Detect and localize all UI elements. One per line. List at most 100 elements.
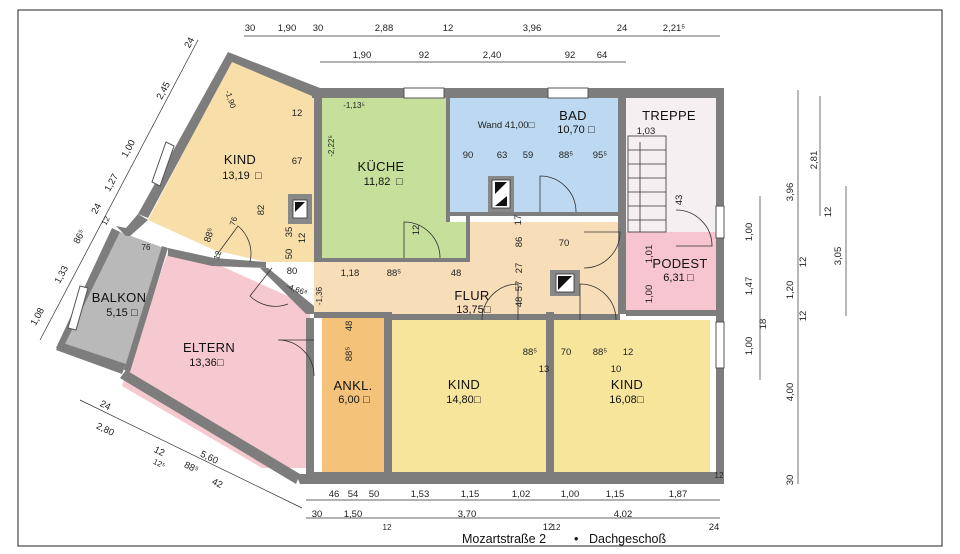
svg-text:88⁵: 88⁵ — [182, 460, 200, 476]
room-eltern-area: 13,36 — [189, 357, 217, 369]
room-kueche-fill — [322, 98, 466, 258]
svg-text:3,96: 3,96 — [523, 23, 542, 34]
svg-text:50: 50 — [369, 489, 380, 500]
svg-text:1,08: 1,08 — [29, 306, 47, 327]
walls — [56, 52, 724, 484]
svg-text:□: □ — [637, 394, 644, 406]
svg-text:59: 59 — [523, 150, 534, 161]
svg-text:42: 42 — [210, 476, 224, 491]
svg-text:1,87: 1,87 — [669, 489, 688, 500]
staircase — [627, 135, 667, 233]
svg-text:76: 76 — [228, 215, 239, 227]
svg-text:48: 48 — [514, 297, 525, 308]
room-treppe-fill — [626, 98, 716, 232]
svg-text:10: 10 — [611, 364, 622, 375]
svg-text:92: 92 — [565, 50, 576, 61]
svg-text:1,15: 1,15 — [606, 489, 625, 500]
room-kind1-name: KIND — [224, 152, 256, 167]
room-flur-fill — [314, 222, 618, 320]
svg-text:1,90: 1,90 — [278, 23, 297, 34]
svg-text:86⁵: 86⁵ — [72, 228, 89, 246]
room-kind1-area: 13,19 — [222, 170, 250, 182]
dimension-lines — [39, 35, 847, 519]
svg-text:12⁵: 12⁵ — [152, 457, 167, 470]
svg-text:2,80: 2,80 — [94, 421, 115, 439]
svg-text:1,03: 1,03 — [637, 126, 656, 137]
room-kind2-fill — [392, 320, 546, 472]
room-bad-area: 10,70 — [557, 124, 585, 136]
svg-text:1,50: 1,50 — [344, 509, 363, 520]
svg-text:2,45: 2,45 — [155, 80, 173, 101]
room-podest-fill — [626, 232, 716, 310]
svg-text:18: 18 — [758, 319, 769, 330]
svg-text:24: 24 — [617, 23, 628, 34]
room-ankl-area: 6,00 — [338, 394, 359, 406]
area-unit-symbols: □ □ □ □ □ □ □ □ □ □ — [131, 124, 694, 406]
room-kind3-area: 16,08 — [609, 394, 637, 406]
svg-text:12: 12 — [292, 108, 303, 119]
svg-text:48: 48 — [344, 321, 355, 332]
svg-text:-1,13⁵: -1,13⁵ — [343, 101, 365, 110]
svg-text:1,33: 1,33 — [53, 264, 71, 285]
svg-text:17: 17 — [513, 215, 524, 226]
svg-text:88⁵: 88⁵ — [387, 268, 402, 279]
svg-text:-1,36: -1,36 — [315, 286, 324, 305]
top-dimensions: 30 1,90 30 2,88 12 3,96 24 2,21⁵ 1,90 92… — [245, 23, 686, 61]
svg-text:12: 12 — [552, 523, 561, 532]
drawing-title: Mozartstraße 2 • Dachgeschoß — [462, 532, 666, 546]
svg-text:12: 12 — [411, 225, 422, 236]
svg-text:□: □ — [255, 170, 262, 182]
svg-text:4,02: 4,02 — [614, 509, 633, 520]
svg-text:12: 12 — [715, 471, 724, 480]
svg-text:12: 12 — [443, 23, 454, 34]
svg-text:70: 70 — [559, 238, 570, 249]
svg-text:1,00: 1,00 — [644, 285, 655, 304]
svg-text:3,70: 3,70 — [458, 509, 477, 520]
chimney-symbols — [295, 182, 572, 290]
svg-text:64: 64 — [597, 50, 608, 61]
svg-text:1,00: 1,00 — [120, 138, 138, 159]
svg-text:57: 57 — [514, 281, 525, 292]
room-kueche-area: 11,82 — [364, 176, 391, 188]
svg-text:92: 92 — [419, 50, 430, 61]
svg-text:1,18: 1,18 — [341, 268, 360, 279]
svg-text:12: 12 — [383, 523, 392, 532]
svg-text:12: 12 — [798, 257, 809, 268]
svg-text:82: 82 — [256, 205, 267, 216]
room-flur-name: FLUR — [454, 288, 489, 303]
svg-text:76: 76 — [142, 243, 151, 252]
svg-text:12: 12 — [152, 444, 166, 459]
svg-text:12: 12 — [823, 207, 834, 218]
svg-text:30: 30 — [785, 475, 796, 486]
svg-text:2,88: 2,88 — [375, 23, 394, 34]
svg-text:□: □ — [588, 124, 595, 136]
svg-text:□: □ — [396, 176, 403, 188]
svg-text:1,00: 1,00 — [744, 223, 755, 242]
svg-text:2,40: 2,40 — [483, 50, 502, 61]
room-ankl-name: ANKL. — [333, 378, 372, 393]
room-podest-area: 6,31 — [663, 272, 684, 284]
svg-text:30: 30 — [313, 23, 324, 34]
svg-text:12: 12 — [297, 233, 308, 244]
room-kind3-fill — [554, 320, 710, 472]
svg-text:30: 30 — [312, 509, 323, 520]
svg-text:□: □ — [474, 394, 481, 406]
svg-text:80: 80 — [287, 266, 298, 277]
svg-text:Dachgeschoß: Dachgeschoß — [589, 532, 666, 546]
svg-text:88⁵: 88⁵ — [559, 150, 574, 161]
svg-text:27: 27 — [514, 263, 525, 274]
svg-text:12: 12 — [100, 214, 112, 227]
room-kind1-fill — [148, 60, 314, 262]
svg-text:2,21⁵: 2,21⁵ — [663, 23, 685, 34]
svg-text:86: 86 — [514, 237, 525, 248]
svg-text:70: 70 — [561, 347, 572, 358]
svg-text:1,02: 1,02 — [512, 489, 531, 500]
svg-text:12: 12 — [212, 249, 223, 261]
svg-text:54: 54 — [348, 489, 359, 500]
svg-text:88⁵: 88⁵ — [202, 227, 217, 244]
svg-text:12: 12 — [623, 347, 634, 358]
svg-text:63: 63 — [497, 150, 508, 161]
interior-dimensions: -1,90 12 67 82 88⁵ 76 35 12 50 12 76 80 … — [142, 89, 685, 375]
svg-text:88⁵: 88⁵ — [344, 347, 355, 362]
